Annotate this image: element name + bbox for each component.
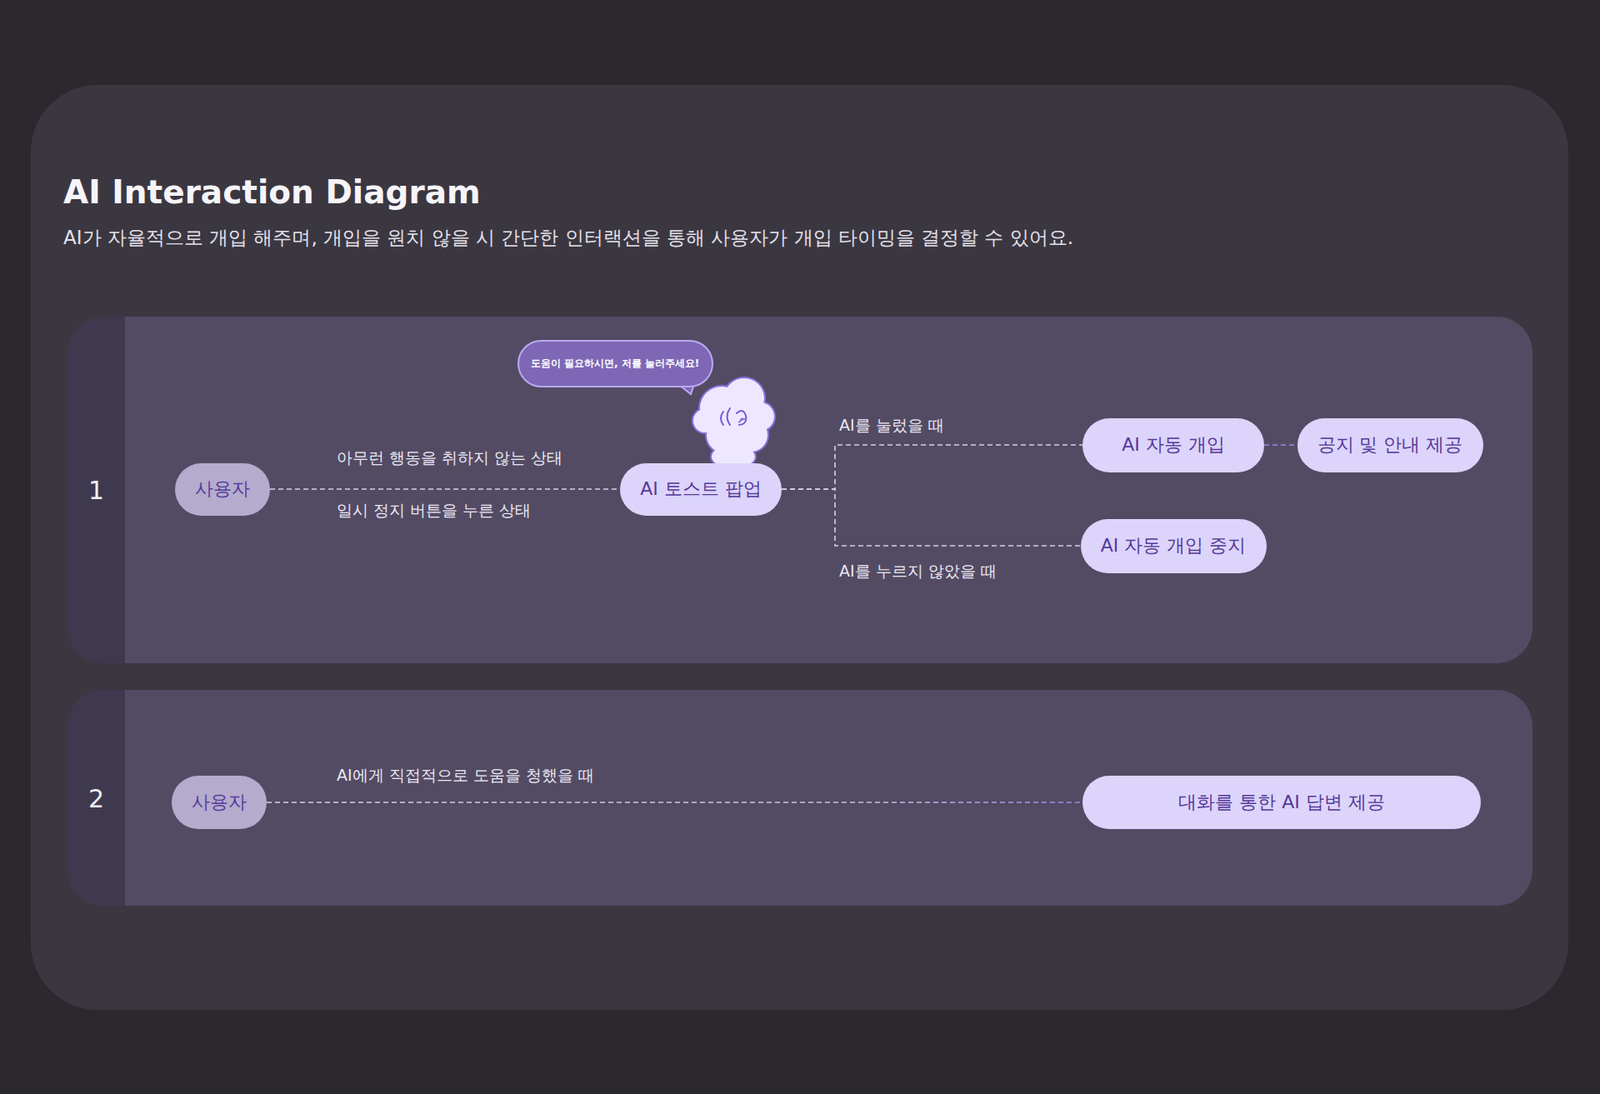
process-pill: AI 자동 개입 중지 — [1080, 519, 1267, 574]
dashed-connector — [1264, 444, 1298, 446]
node-label: 사용자 — [195, 476, 250, 502]
process-pill: AI 토스트 팝업 — [620, 463, 782, 516]
process-pill: 대화를 통한 AI 답변 제공 — [1082, 775, 1481, 830]
speech-bubble: 도움이 필요하시면, 저를 눌러주세요! — [517, 340, 714, 388]
edge-label: AI를 눌렀을 때 — [839, 415, 945, 437]
actor-pill: 사용자 — [171, 775, 267, 830]
node-label: 대화를 통한 AI 답변 제공 — [1178, 790, 1385, 815]
row-band: 1 사용자 도움이 필요하시면, 저를 눌러주세요! AI 토스트 팝업 AI 자동 개… — [67, 316, 1533, 664]
dashed-connector — [270, 488, 620, 490]
process-pill: AI 자동 개입 — [1082, 418, 1265, 473]
node-label: AI 자동 개입 — [1121, 432, 1225, 458]
diagram-caption: AI가 자율적으로 개입 해주며, 개입을 원치 않을 시 간단한 인터랙션을 … — [63, 225, 1074, 251]
state-label: 일시 정지 버튼을 누른 상태 — [336, 500, 531, 522]
row-number: 1 — [67, 475, 125, 505]
node-label: 공지 및 안내 제공 — [1317, 432, 1464, 458]
edge-label: AI를 누르지 않았을 때 — [839, 560, 997, 583]
bubble-text: 도움이 필요하시면, 저를 눌러주세요! — [530, 356, 700, 371]
dashed-connector — [781, 445, 1083, 490]
edge-label: 아무런 행동을 취하지 않는 상태 — [336, 447, 563, 470]
edge-label: AI에게 직접적으로 도움을 청했을 때 — [336, 765, 595, 787]
dashed-connector — [266, 801, 1083, 804]
actor-pill: 사용자 — [175, 463, 270, 516]
node-label: AI 토스트 팝업 — [640, 476, 762, 502]
process-pill: 공지 및 안내 제공 — [1297, 418, 1484, 473]
diagram-title: AI Interaction Diagram — [63, 173, 481, 211]
mascot-illustration — [675, 376, 776, 470]
dashed-connector — [781, 489, 1081, 546]
row-band: 2 사용자 대화를 통한 AI 답변 제공 — [67, 690, 1533, 906]
row-number: 2 — [67, 783, 125, 813]
node-label: 사용자 — [191, 790, 247, 815]
node-label: AI 자동 개입 중지 — [1100, 533, 1247, 559]
